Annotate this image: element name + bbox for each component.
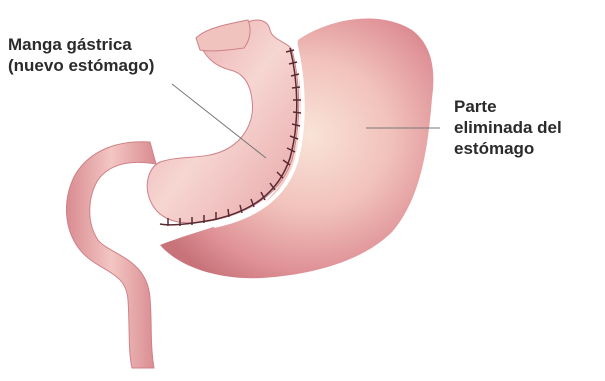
sleeve-label-line2: (nuevo estómago) bbox=[8, 55, 154, 76]
removed-label-line3: estómago bbox=[454, 138, 562, 159]
esophagus bbox=[196, 20, 250, 51]
duodenum bbox=[66, 142, 156, 368]
removed-label-line2: eliminada del bbox=[454, 117, 562, 138]
removed-label-line1: Parte bbox=[454, 96, 562, 117]
sleeve-label-line1: Manga gástrica bbox=[8, 34, 154, 55]
removed-part-label: Parte eliminada del estómago bbox=[454, 96, 562, 159]
sleeve-label: Manga gástrica (nuevo estómago) bbox=[8, 34, 154, 76]
